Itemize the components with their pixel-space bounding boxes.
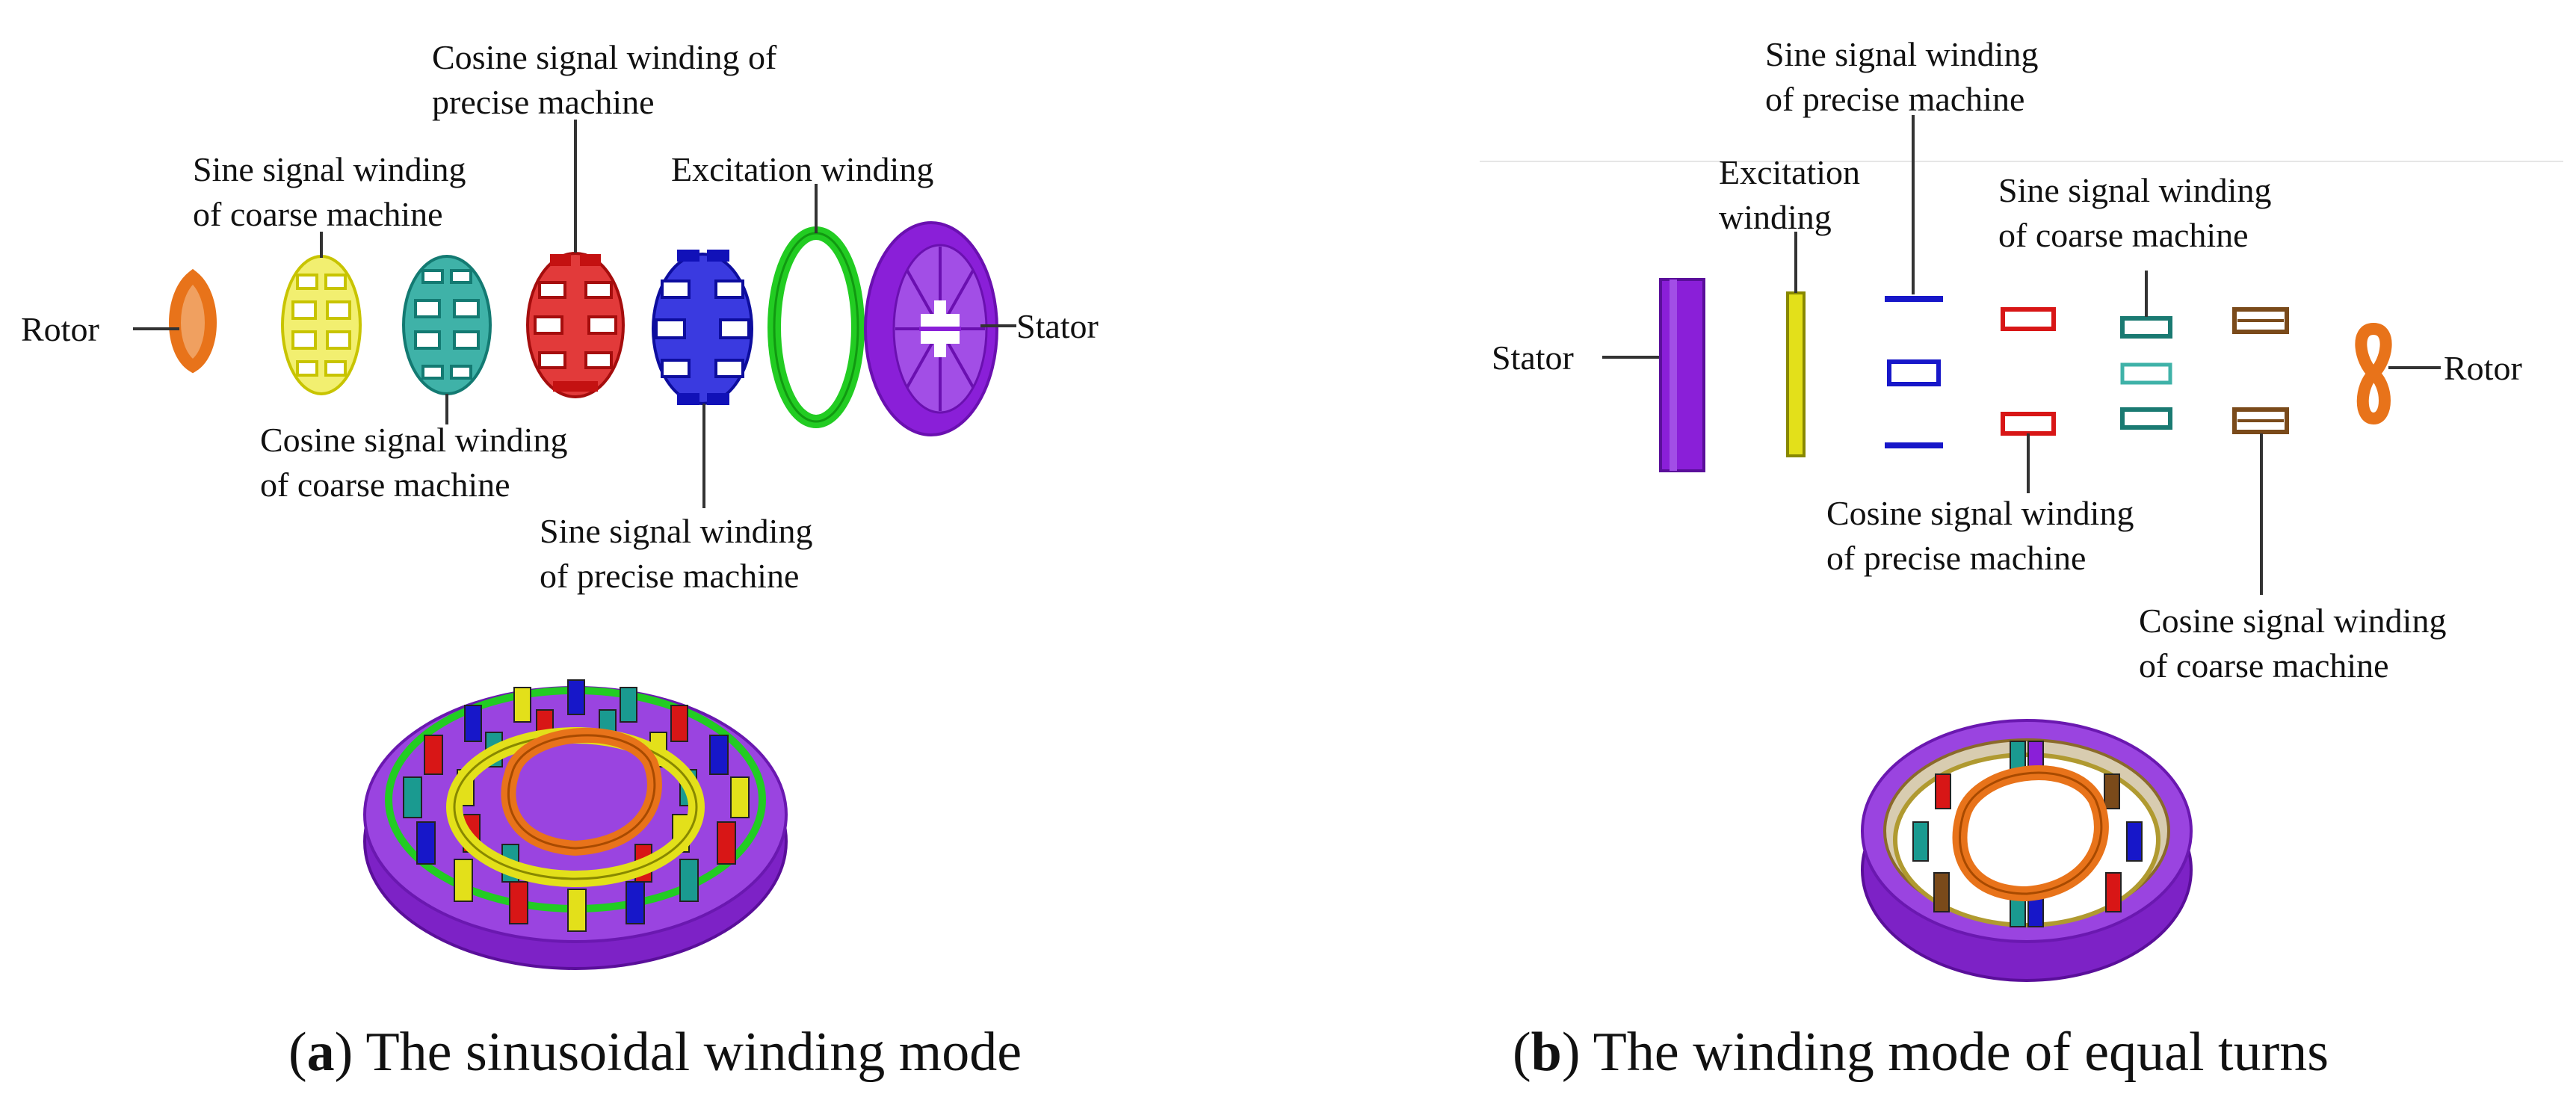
stator-part-b — [1659, 278, 1705, 472]
cosine-precise-label-a-line1: Cosine signal winding of — [432, 38, 777, 76]
sine-coarse-label-a-line2: of coarse machine — [193, 195, 443, 233]
panel-a: Rotor Sine signal winding of coarse mach… — [21, 38, 1099, 1083]
excitation-label-b-line1: Excitation — [1719, 153, 1860, 191]
rotor-label-b: Rotor — [2444, 349, 2522, 387]
excitation-label-a: Excitation winding — [671, 150, 933, 188]
sine-precise-label-b-line1: Sine signal winding — [1765, 35, 2038, 73]
cosine-precise-winding-b — [2001, 307, 2056, 436]
caption-a-letter: a — [307, 1022, 335, 1083]
sine-coarse-label-b-line2: of coarse machine — [1998, 216, 2249, 254]
stator-label-a: Stator — [1016, 307, 1099, 345]
cosine-precise-label-b-line2: of precise machine — [1826, 539, 2086, 577]
panel-b: Stator Excitation winding Sine signal wi… — [1480, 35, 2563, 1083]
cosine-coarse-label-a-line1: Cosine signal winding — [260, 421, 567, 459]
excitation-winding-a — [767, 226, 865, 428]
cosine-coarse-label-b-line2: of coarse machine — [2139, 646, 2389, 685]
cosine-precise-label-b-line1: Cosine signal winding — [1826, 494, 2134, 532]
sine-precise-label-b-line2: of precise machine — [1765, 80, 2024, 118]
caption-a-text: The sinusoidal winding mode — [365, 1022, 1022, 1083]
excitation-label-b-line2: winding — [1719, 198, 1832, 236]
rotor-part-b — [2355, 322, 2392, 425]
assembled-machine-a — [363, 679, 788, 970]
cosine-coarse-winding-b — [2232, 307, 2289, 434]
caption-b-letter: b — [1531, 1022, 1562, 1083]
sine-precise-label-a-line2: of precise machine — [540, 557, 799, 595]
sine-coarse-label-a-line1: Sine signal winding — [193, 150, 466, 188]
caption-b: (b) The winding mode of equal turns — [1513, 1022, 2329, 1083]
sine-precise-winding-b — [1885, 296, 1943, 448]
caption-b-text: The winding mode of equal turns — [1593, 1022, 2329, 1083]
cosine-coarse-winding-a — [402, 255, 492, 395]
sine-coarse-winding-b — [2120, 316, 2172, 430]
caption-a: (a) The sinusoidal winding mode — [288, 1022, 1022, 1083]
assembled-machine-b — [1861, 719, 2193, 982]
sine-precise-label-a-line1: Sine signal winding — [540, 512, 812, 550]
stator-label-b: Stator — [1492, 339, 1574, 377]
sine-precise-winding-a — [652, 250, 753, 405]
cosine-precise-winding-a — [526, 252, 625, 398]
sine-coarse-label-b-line1: Sine signal winding — [1998, 171, 2271, 209]
excitation-winding-b — [1786, 291, 1806, 457]
rotor-part-a — [169, 268, 217, 374]
rotor-label-a: Rotor — [21, 310, 99, 348]
cosine-coarse-label-a-line2: of coarse machine — [260, 466, 510, 504]
stator-part-a — [864, 221, 998, 436]
sine-coarse-winding-a — [281, 255, 362, 395]
cosine-coarse-label-b-line1: Cosine signal winding — [2139, 602, 2446, 640]
cosine-precise-label-a-line2: precise machine — [432, 83, 655, 121]
